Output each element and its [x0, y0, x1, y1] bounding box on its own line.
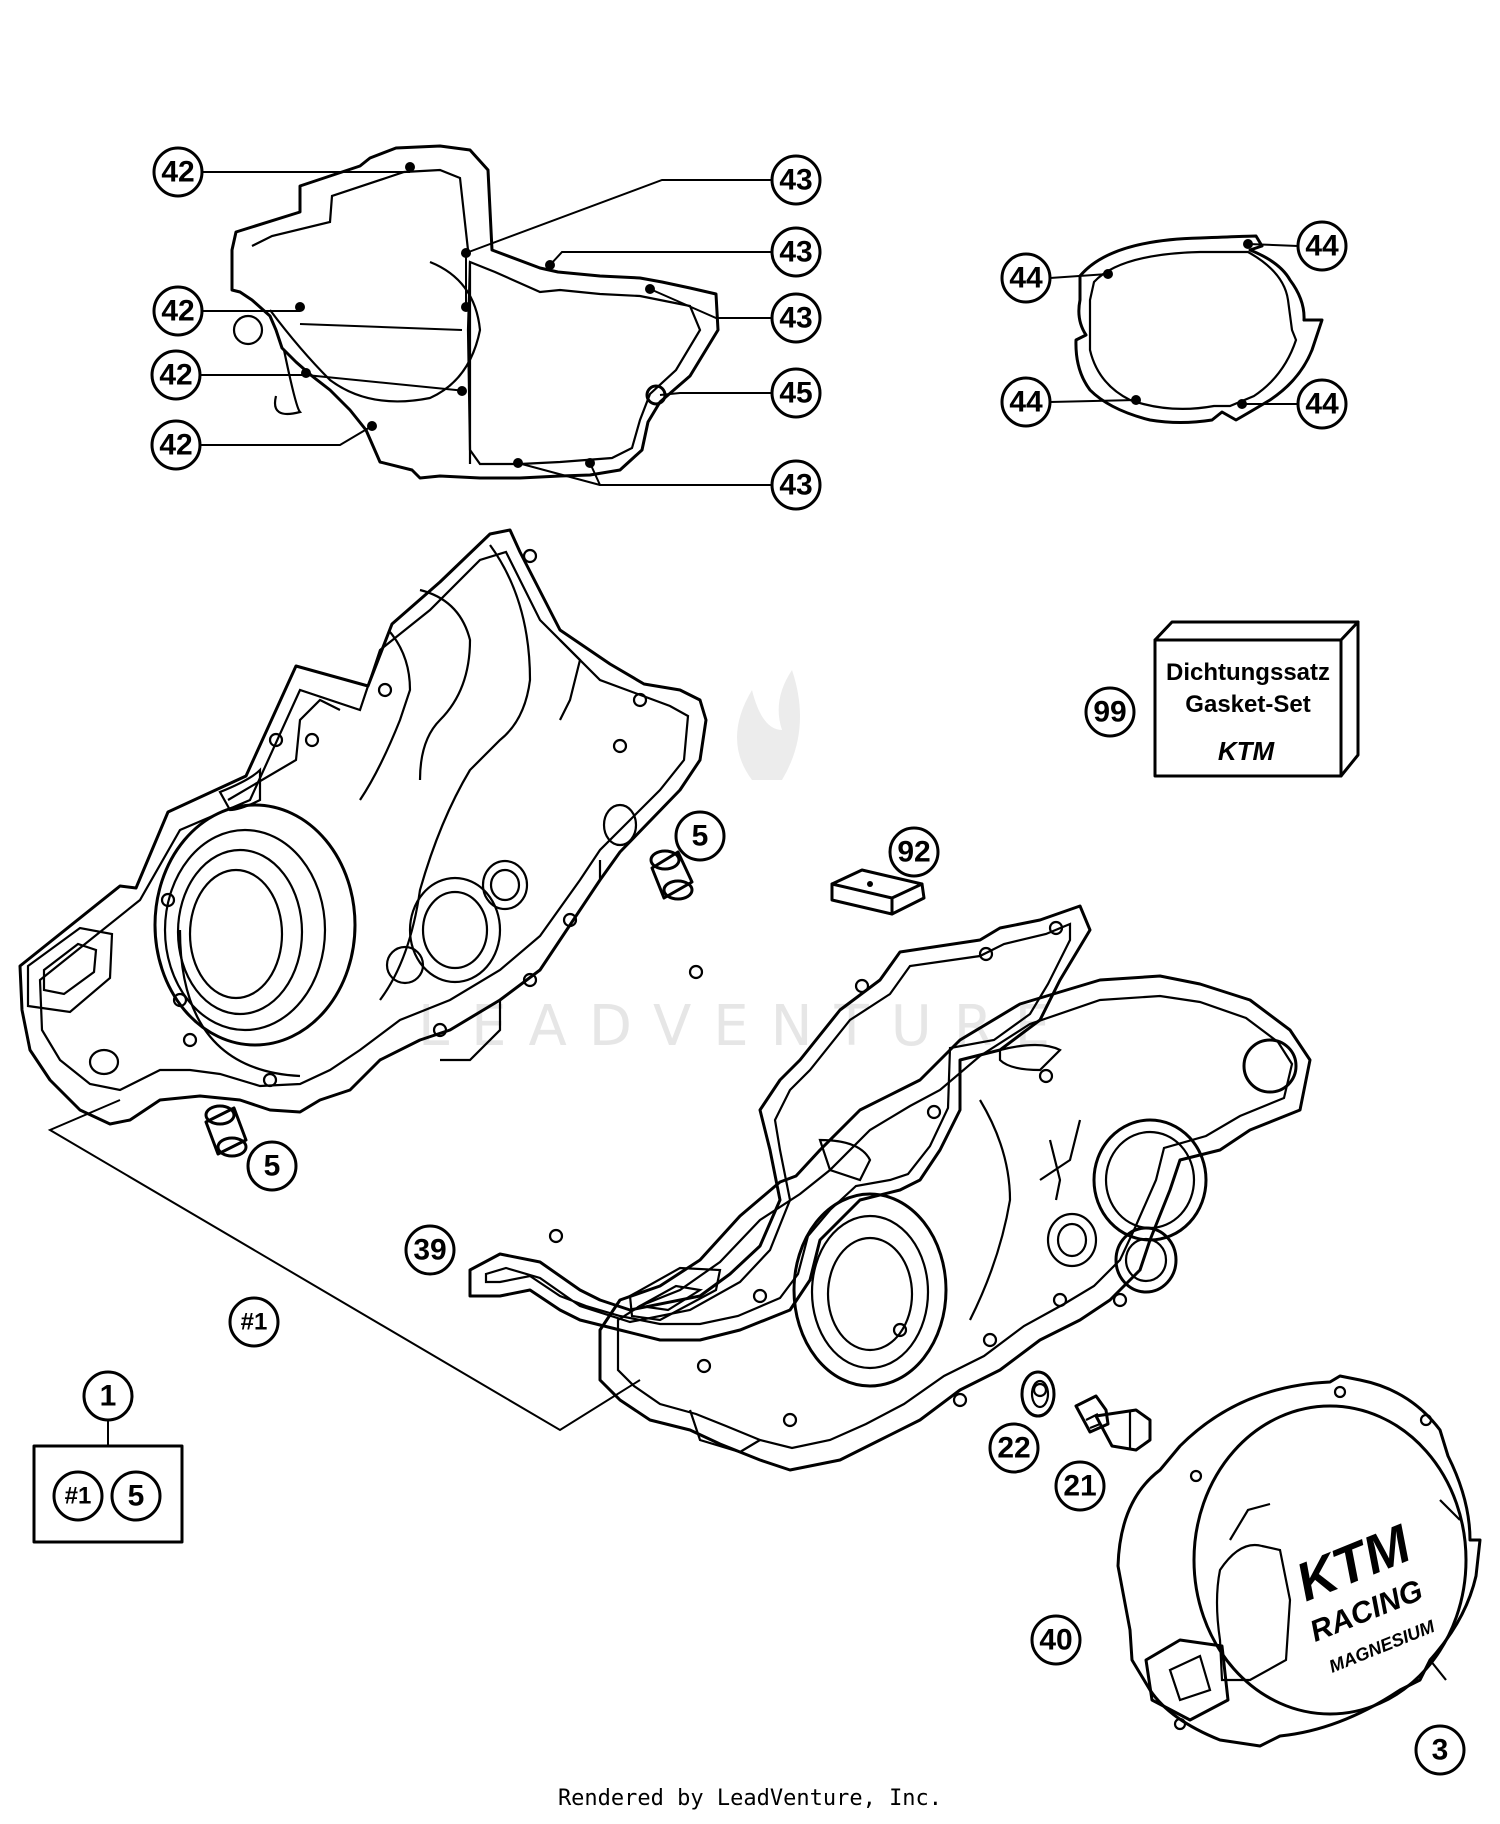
repair-kit-box — [32, 1420, 184, 1544]
callout-label: 43 — [779, 236, 812, 269]
callout-label: 44 — [1305, 230, 1339, 263]
label-text: 1 — [100, 1380, 117, 1413]
callout-label: 43 — [779, 302, 812, 335]
callout-label: 42 — [161, 295, 194, 328]
callout-label: 43 — [779, 164, 812, 197]
callout-label: 42 — [159, 429, 192, 462]
callout-label: 21 — [1063, 1470, 1096, 1503]
callout-label: 44 — [1305, 388, 1339, 421]
callout-label: #1 — [241, 1309, 268, 1336]
gasket-leaders — [196, 171, 772, 486]
ignition-cover-gasket — [1049, 234, 1324, 424]
ignition-cover: KTM RACING MAGNESIUM — [1116, 1374, 1482, 1748]
gasket-kit-line2: Gasket-Set — [1185, 691, 1310, 718]
callout-42: 42 — [152, 285, 204, 337]
assembly-bracket — [47, 1099, 641, 1432]
watermark-text: LEADVENTURE — [418, 994, 1072, 1059]
callout-99: 99 — [1084, 686, 1136, 738]
callout-#1: #1 — [228, 1296, 280, 1348]
callout-43: 43 — [770, 292, 822, 344]
callout-label: 42 — [159, 359, 192, 392]
callout-42: 42 — [152, 146, 204, 198]
callout-label: 92 — [897, 836, 930, 869]
left-crankcase-half — [18, 528, 708, 1126]
callout-42: 42 — [150, 349, 202, 401]
gasket-kit-line1: Dichtungssatz — [1166, 659, 1330, 686]
footer-credit: Rendered by LeadVenture, Inc. — [557, 1786, 943, 1811]
callout-label: 42 — [161, 156, 194, 189]
callout-44: 44 — [1000, 376, 1052, 428]
callout-92: 92 — [888, 826, 940, 878]
label-1: 1 — [82, 1370, 134, 1422]
callout-42: 42 — [150, 419, 202, 471]
callout-label: 40 — [1039, 1624, 1072, 1657]
crankcase-gasket — [230, 144, 720, 480]
label-text: 3 — [1432, 1734, 1449, 1767]
callout-label: 44 — [1009, 386, 1043, 419]
label-5: 5 — [674, 810, 726, 862]
callout-label: 45 — [779, 377, 812, 410]
label-3: 3 — [1414, 1724, 1466, 1776]
callout-39: 39 — [404, 1224, 456, 1276]
callout-43: 43 — [770, 154, 822, 206]
label-text: 5 — [692, 820, 709, 853]
callout-43: 43 — [770, 226, 822, 278]
callout-label: 22 — [997, 1432, 1030, 1465]
right-crankcase-half — [598, 974, 1312, 1472]
reed-plate — [830, 868, 926, 916]
callout-21: 21 — [1054, 1460, 1106, 1512]
callout-label: 39 — [413, 1234, 446, 1267]
label-5: 5 — [110, 1470, 162, 1522]
callout-44: 44 — [1296, 378, 1348, 430]
label-text: 5 — [264, 1150, 281, 1183]
plain-labels: 5 5 5 1 3 — [82, 810, 1466, 1776]
callout-44: 44 — [1000, 252, 1052, 304]
callout-22: 22 — [988, 1422, 1040, 1474]
right-crankcase-gasket — [468, 904, 1092, 1342]
callout-label: #1 — [65, 1483, 92, 1510]
callout-#1: #1 — [52, 1470, 104, 1522]
gasket-kit-brand-logo: KTM — [1218, 736, 1276, 766]
callout-40: 40 — [1030, 1614, 1082, 1666]
callout-43: 43 — [770, 459, 822, 511]
label-5: 5 — [246, 1140, 298, 1192]
callout-label: 44 — [1009, 262, 1043, 295]
callouts: 42 42 42 42 43 43 43 43 45 44 44 44 44 9… — [52, 146, 1348, 1666]
callout-44: 44 — [1296, 220, 1348, 272]
gasket-set-box: Dichtungssatz Gasket-Set KTM — [1153, 620, 1360, 778]
label-text: 5 — [128, 1480, 145, 1513]
sealing-washer — [1020, 1370, 1056, 1418]
dowel-sleeves — [204, 849, 694, 1158]
callout-45: 45 — [770, 367, 822, 419]
callout-label: 99 — [1093, 696, 1126, 729]
watermark: LEADVENTURE — [418, 670, 1072, 1059]
callout-label: 43 — [779, 469, 812, 502]
drain-plug — [1074, 1394, 1152, 1452]
